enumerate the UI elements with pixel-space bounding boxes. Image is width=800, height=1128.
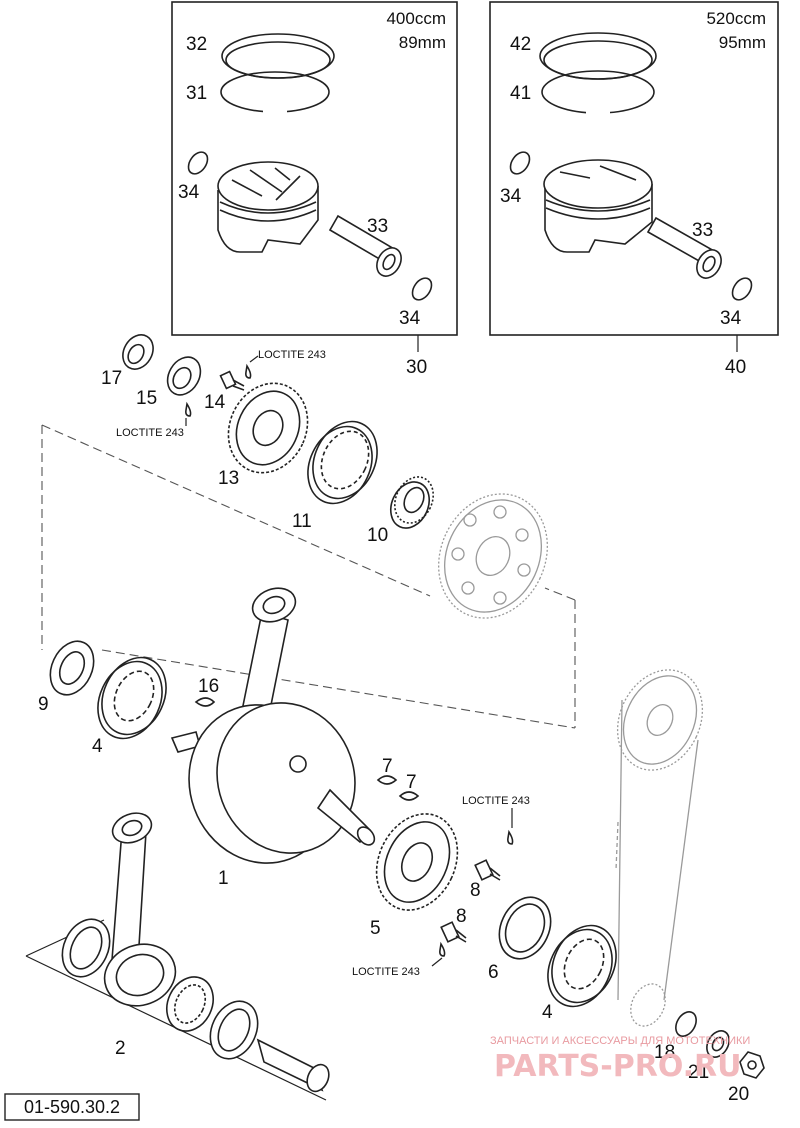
label-34-d: 34 [720, 308, 742, 329]
label-5: 5 [370, 918, 381, 939]
key-16 [194, 697, 216, 707]
nut-20 [739, 1051, 765, 1079]
reference-number: 01-590.30.2 [24, 1097, 120, 1117]
watermark-line1: ЗАПЧАСТИ И АКСЕССУАРЫ ДЛЯ МОТОТЕХНИКИ [490, 1035, 750, 1047]
label-34-c: 34 [500, 186, 522, 207]
label-34-b: 34 [399, 308, 421, 329]
label-42: 42 [510, 34, 531, 55]
label-41: 41 [510, 83, 531, 104]
assembly-outline [41, 424, 576, 729]
label-4-b: 4 [542, 1002, 553, 1023]
label-21: 21 [688, 1062, 709, 1083]
label-33-a: 33 [367, 216, 388, 237]
label-8-b: 8 [456, 906, 467, 927]
label-18: 18 [654, 1042, 675, 1063]
label-30: 30 [406, 357, 427, 378]
key-7-a [376, 775, 398, 785]
label-33-b: 33 [692, 220, 713, 241]
label-7-b: 7 [406, 772, 417, 793]
seal-ring-17 [122, 334, 154, 370]
label-31: 31 [186, 83, 207, 104]
kit-520-displacement: 520ccm [706, 9, 766, 28]
label-40: 40 [725, 357, 746, 378]
needle-bearing-10 [389, 476, 435, 529]
oring-18 [675, 1011, 697, 1037]
label-9: 9 [38, 694, 49, 715]
gear-13 [227, 382, 309, 474]
label-13: 13 [218, 468, 239, 489]
piston-400 [217, 161, 319, 253]
label-2: 2 [115, 1038, 126, 1059]
piston-pin-clip [187, 151, 209, 175]
label-32: 32 [186, 34, 207, 55]
ball-bearing-4-right [547, 924, 617, 1008]
label-4-a: 4 [92, 736, 103, 757]
label-11: 11 [292, 511, 312, 532]
loctite-label-3: LOCTITE 243 [462, 795, 530, 807]
bolt-14 [219, 370, 245, 391]
piston-520 [543, 159, 653, 253]
kit-400-displacement: 400ccm [386, 9, 446, 28]
label-34-a: 34 [178, 182, 200, 203]
piston-pin [328, 214, 402, 277]
ball-bearing-4-left [97, 656, 167, 740]
piston-kit-400-box: 400ccm 89mm 32 31 34 33 34 [171, 1, 458, 336]
label-1: 1 [218, 868, 229, 889]
crankshaft-1 [170, 587, 376, 864]
nut-15 [166, 356, 202, 396]
connecting-rod-kit-2 [61, 812, 330, 1093]
label-20: 20 [728, 1084, 749, 1105]
gear-5 [375, 813, 459, 911]
piston-kit-520-box: 520ccm 95mm 42 41 34 33 34 [489, 1, 779, 336]
label-6: 6 [488, 962, 499, 983]
kit-520-bore: 95mm [719, 33, 766, 52]
bolt-8-lower [440, 921, 467, 943]
bolt-8-upper [474, 859, 501, 881]
piston-pin-520 [646, 216, 722, 279]
watermark-line2: PARTS-PRO.RU [494, 1049, 742, 1084]
label-10: 10 [367, 525, 388, 546]
label-7-a: 7 [382, 756, 393, 777]
loctite-label-1: LOCTITE 243 [116, 427, 184, 439]
loctite-label-2: LOCTITE 243 [258, 349, 326, 361]
starter-gear-ghost [438, 493, 548, 619]
seal-9 [49, 640, 95, 696]
key-7-b [398, 791, 420, 801]
label-16: 16 [198, 676, 219, 697]
reference-box [4, 1093, 140, 1121]
piston-ring-lower-520 [541, 70, 655, 114]
freewheel-11 [307, 420, 378, 505]
timing-chain-ghost [615, 669, 704, 1027]
loctite-label-4: LOCTITE 243 [352, 966, 420, 978]
kit-400-bore: 89mm [399, 33, 446, 52]
label-17: 17 [101, 368, 122, 389]
shim-6 [498, 896, 552, 960]
label-14: 14 [204, 392, 226, 413]
label-15: 15 [136, 388, 157, 409]
label-8-a: 8 [470, 880, 481, 901]
washer-21 [706, 1030, 730, 1058]
